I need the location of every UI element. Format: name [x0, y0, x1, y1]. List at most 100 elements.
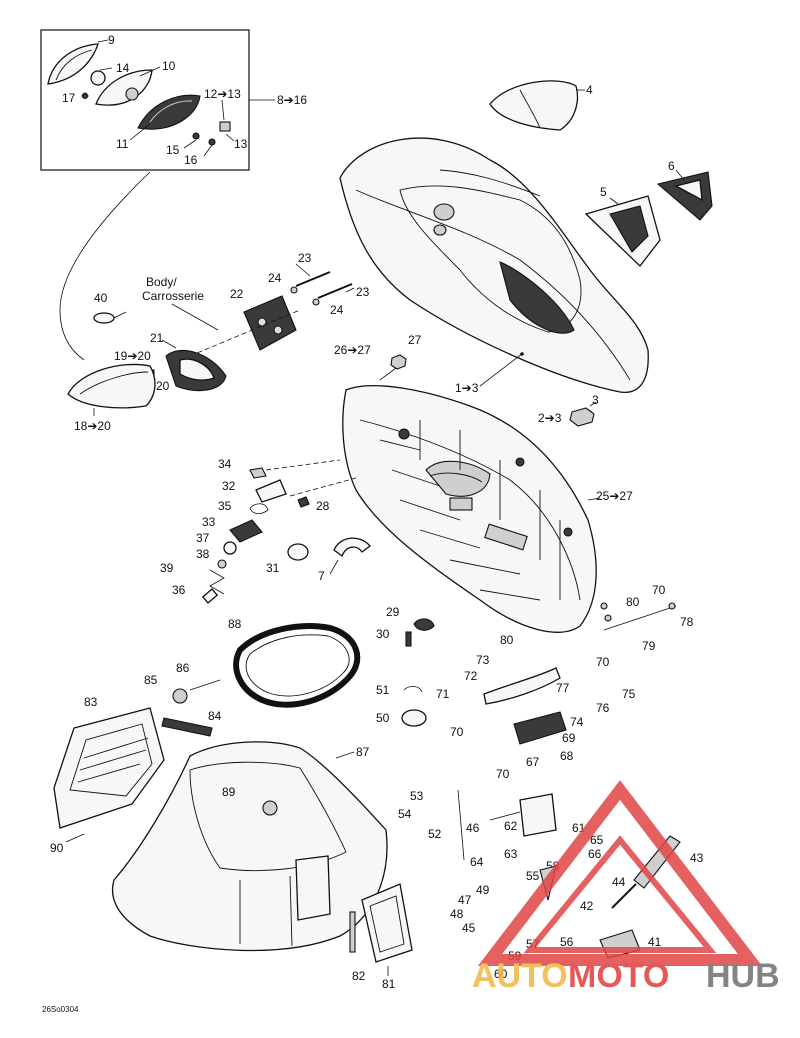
label-53: 53	[410, 789, 424, 803]
label-46: 46	[466, 821, 480, 835]
label-8-16: 8➔16	[277, 93, 307, 107]
label-19-20: 19➔20	[114, 349, 151, 363]
label-28: 28	[316, 499, 330, 513]
label-13-right: 13	[234, 137, 248, 151]
label-75: 75	[622, 687, 636, 701]
label-65: 65	[590, 833, 604, 847]
label-86: 86	[176, 661, 190, 675]
label-89: 89	[222, 785, 236, 799]
label-68: 68	[560, 749, 574, 763]
mirror-mount-21	[165, 349, 227, 392]
label-17: 17	[62, 91, 76, 105]
label-45: 45	[462, 921, 476, 935]
label-77: 77	[556, 681, 570, 695]
knob-85-86	[161, 679, 221, 737]
watermark-triangle	[477, 780, 763, 966]
label-11: 11	[116, 137, 129, 151]
label-55: 55	[526, 869, 540, 883]
label-carrosserie: Carrosserie	[142, 289, 204, 303]
deflector-part-6	[656, 171, 713, 221]
label-39: 39	[160, 561, 174, 575]
label-7: 7	[318, 569, 325, 583]
front-storage-frame	[342, 385, 597, 633]
label-14: 14	[116, 61, 130, 75]
label-33: 33	[202, 515, 216, 529]
drawing-code: 26So0304	[42, 1005, 79, 1014]
label-84: 84	[208, 709, 222, 723]
label-18-20: 18➔20	[74, 419, 111, 433]
washer-29	[413, 618, 435, 631]
label-4: 4	[586, 83, 593, 97]
label-3: 3	[592, 393, 599, 407]
label-64: 64	[470, 855, 484, 869]
label-1-3: 1➔3	[455, 381, 479, 395]
label-67: 67	[526, 755, 540, 769]
label-42: 42	[580, 899, 594, 913]
label-37: 37	[196, 531, 210, 545]
label-24-right: 24	[330, 303, 344, 317]
label-79: 79	[642, 639, 656, 653]
clip-51	[403, 686, 423, 693]
cap-31	[287, 543, 309, 561]
mirror-glass	[47, 43, 99, 85]
label-32: 32	[222, 479, 236, 493]
label-54: 54	[398, 807, 412, 821]
label-87: 87	[356, 745, 370, 759]
label-48: 48	[450, 907, 464, 921]
mirror-base	[137, 94, 231, 146]
deflector-part-5	[584, 195, 661, 267]
watermark-moto: MOTO	[568, 957, 669, 995]
label-76: 76	[596, 701, 610, 715]
label-body: Body/	[146, 275, 177, 289]
label-70-mid: 70	[596, 655, 610, 669]
label-90: 90	[50, 841, 64, 855]
label-62: 62	[504, 819, 518, 833]
screws-23	[290, 271, 353, 306]
label-20: 20	[156, 379, 170, 393]
label-52: 52	[428, 827, 442, 841]
label-26-27: 26➔27	[334, 343, 371, 357]
bracket-77	[483, 667, 561, 705]
label-56: 56	[560, 935, 574, 949]
side-mirror-18	[67, 363, 156, 409]
upper-body-shell	[339, 137, 649, 393]
label-49: 49	[476, 883, 490, 897]
watermark-logo: AUTO MOTO HUB	[472, 780, 780, 995]
label-80-right: 80	[626, 595, 640, 609]
label-36: 36	[172, 583, 186, 597]
gasket-88	[233, 623, 361, 708]
footrest-74	[513, 711, 567, 745]
label-25-27: 25➔27	[596, 489, 633, 503]
label-51: 51	[376, 683, 390, 697]
lid-81	[361, 883, 413, 963]
label-43: 43	[690, 851, 704, 865]
watermark-hub: HUB	[706, 957, 780, 995]
label-47: 47	[458, 893, 472, 907]
watermark-auto: AUTO	[472, 957, 568, 995]
label-31: 31	[266, 561, 280, 575]
hood-cover	[489, 80, 579, 131]
label-50: 50	[376, 711, 390, 725]
mirror-housing	[95, 69, 153, 106]
label-80-left: 80	[500, 633, 514, 647]
label-44: 44	[612, 875, 626, 889]
label-70-top: 70	[652, 583, 666, 597]
nut-27	[390, 354, 407, 370]
label-81: 81	[382, 977, 396, 991]
strap-40	[93, 311, 127, 324]
label-63: 63	[504, 847, 518, 861]
label-2-3: 2➔3	[538, 411, 562, 425]
label-10: 10	[162, 59, 176, 73]
plate-41	[599, 929, 641, 959]
label-60: 60	[494, 967, 508, 981]
label-24-left: 24	[268, 271, 282, 285]
label-23-top: 23	[298, 251, 312, 265]
label-70-bottom: 70	[496, 767, 510, 781]
mirror-bulb	[81, 70, 106, 100]
label-27: 27	[408, 333, 422, 347]
label-74: 74	[570, 715, 584, 729]
label-22: 22	[230, 287, 244, 301]
label-29: 29	[386, 605, 400, 619]
label-16: 16	[184, 153, 198, 167]
label-21: 21	[150, 331, 164, 345]
